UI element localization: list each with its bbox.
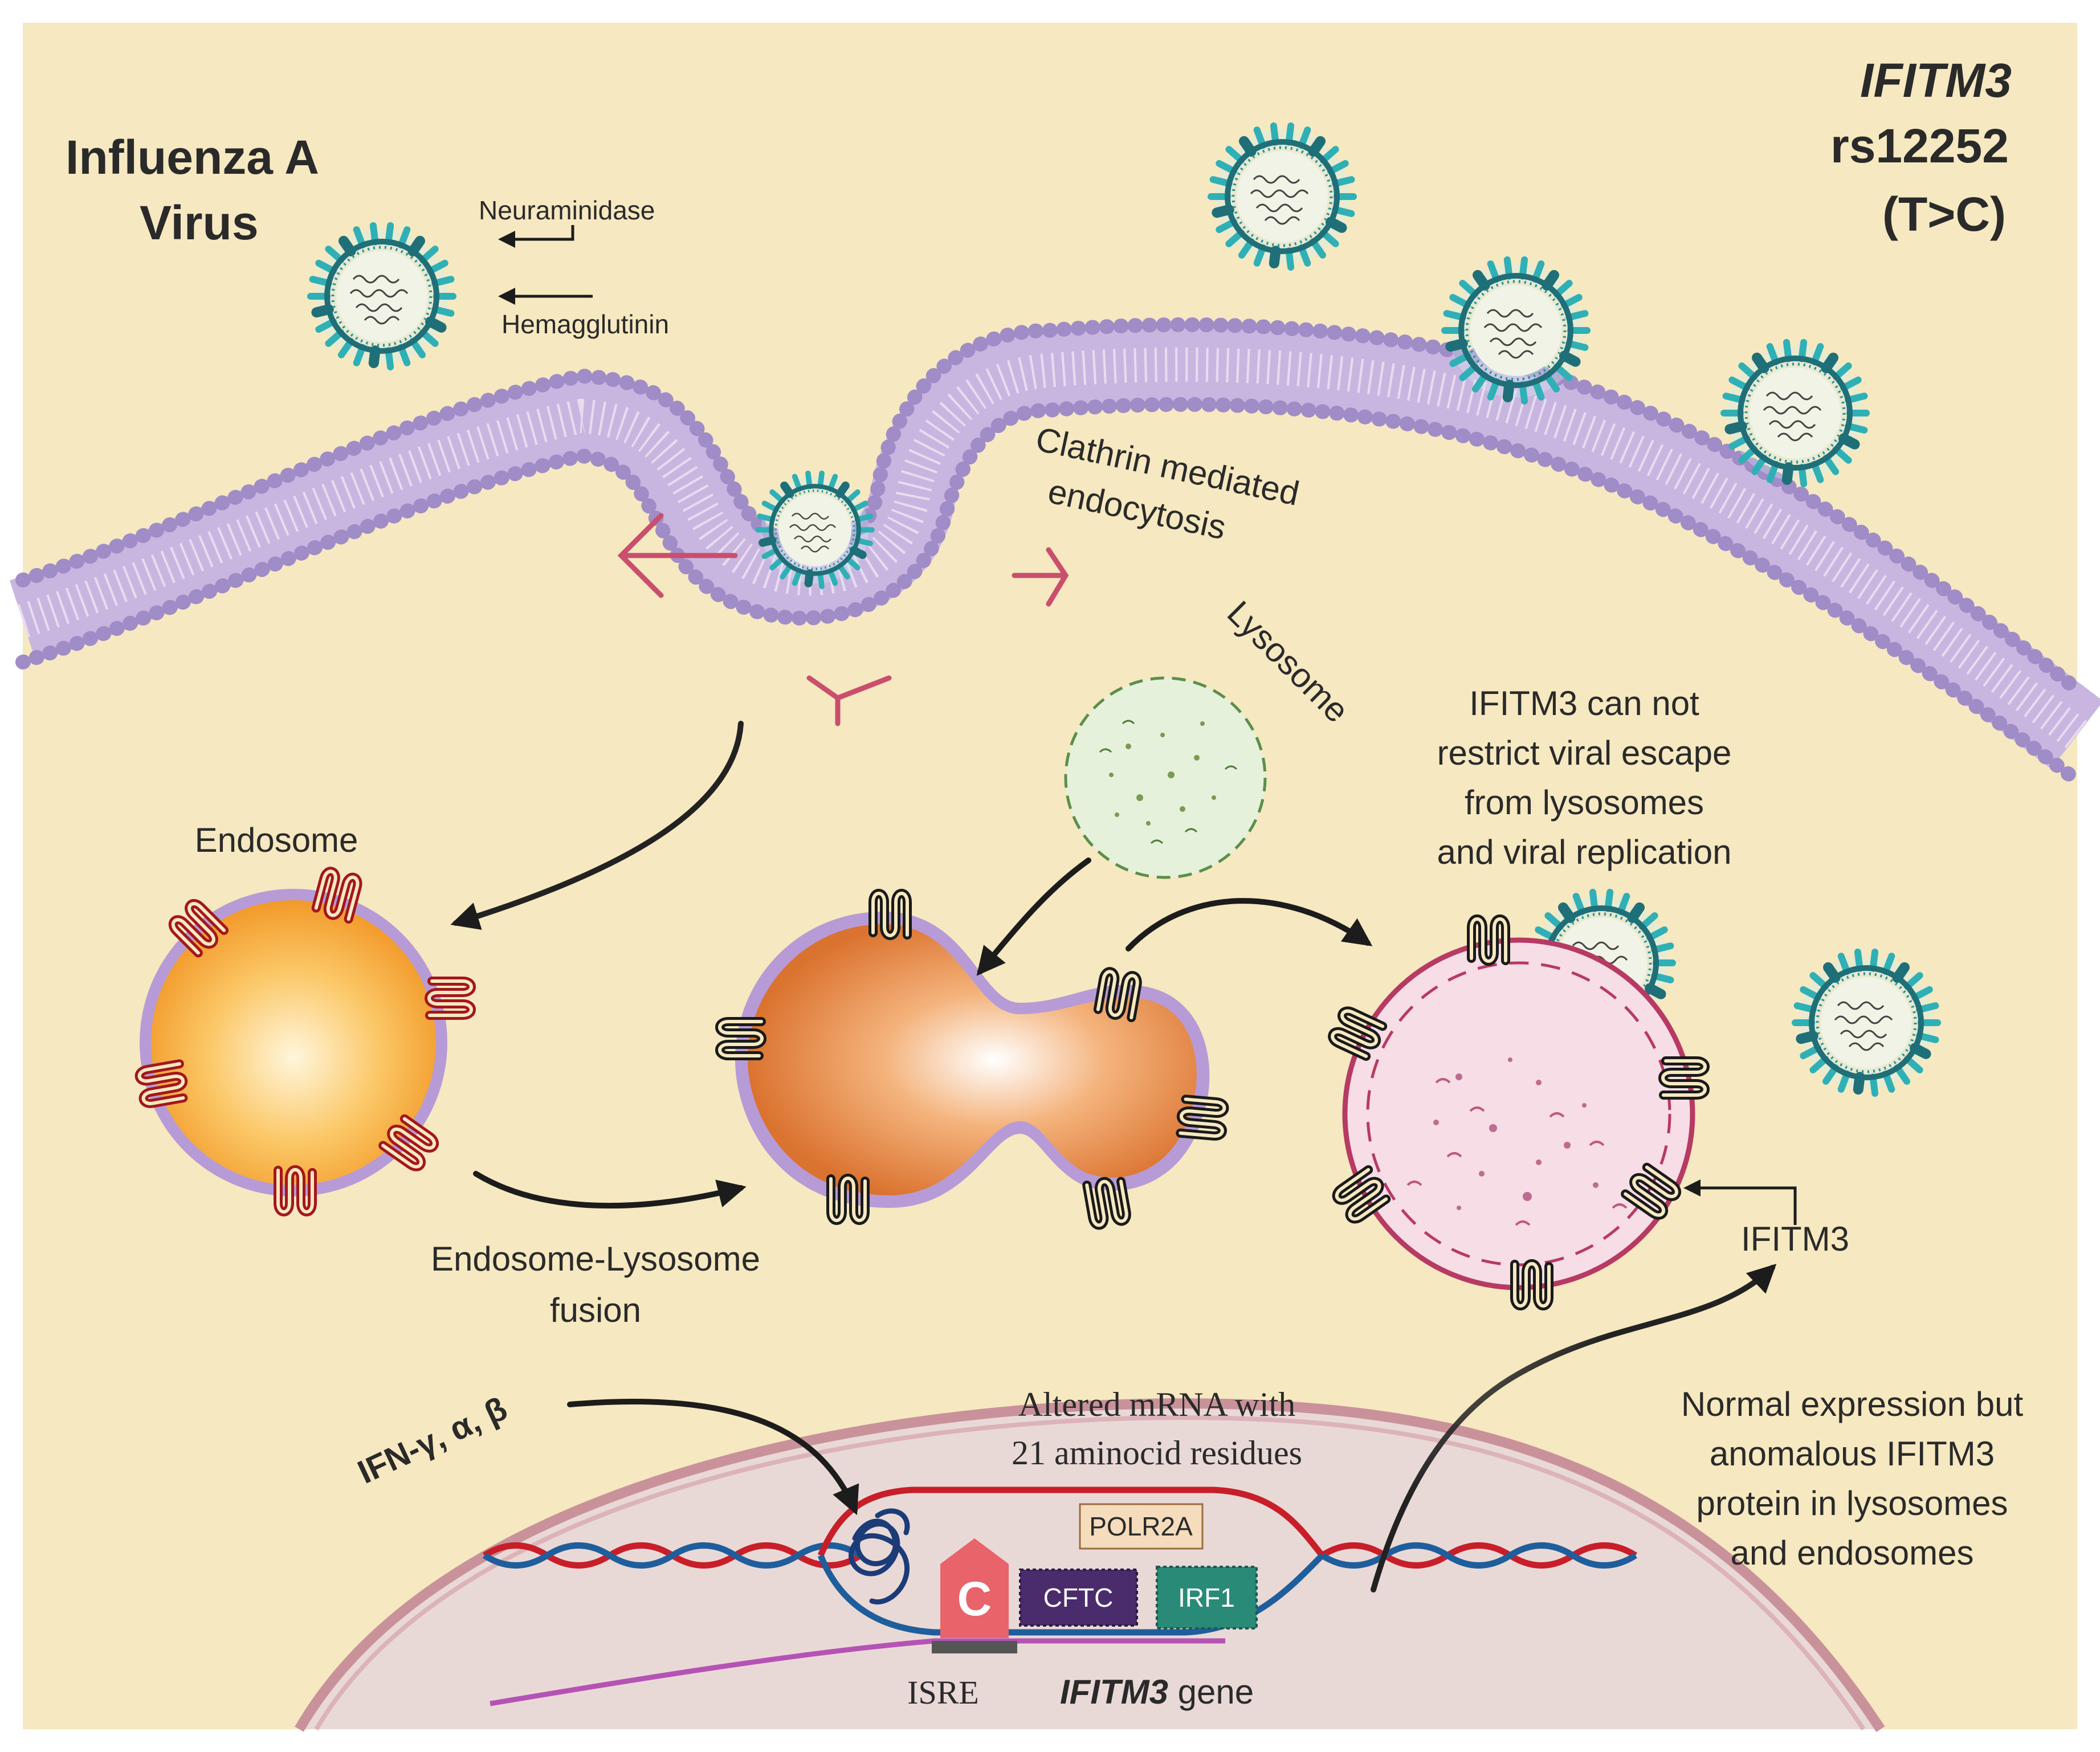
normal-label-3: protein in lysosomes [1697, 1484, 2008, 1522]
fusion-label-2: fusion [550, 1291, 641, 1329]
ifitm3-pointer [1683, 1179, 1797, 1225]
process-arrows [450, 721, 1373, 1209]
cftc-box [1019, 1569, 1138, 1627]
restrict-label-1: IFITM3 can not [1469, 684, 1699, 722]
ifitm3-protein-label: IFITM3 [1741, 1220, 1849, 1258]
gene-locus [483, 1486, 1637, 1706]
title-line2: Virus [140, 196, 259, 250]
normal-label-4: and endosomes [1731, 1534, 1974, 1572]
nuclear-arrows [567, 1264, 1777, 1592]
mrna-label-2: 21 aminocid residues [1012, 1434, 1302, 1472]
irf1-box [1156, 1566, 1258, 1630]
gene-name: IFITM3 [1060, 1673, 1168, 1711]
neuraminidase-label: Neuraminidase [479, 195, 655, 225]
gene-suffix: gene [1168, 1673, 1254, 1711]
isre-label: ISRE [907, 1674, 979, 1711]
variant-gene: IFITM3 [1860, 54, 2012, 107]
fusion-label-1: Endosome-Lysosome [431, 1240, 760, 1278]
lysosome-escape [1342, 937, 1695, 1290]
restrict-label-3: from lysosomes [1465, 783, 1704, 822]
gene-label: IFITM3 gene [1060, 1673, 1254, 1711]
polr2a-box [1079, 1503, 1204, 1550]
restrict-label-4: and viral replication [1437, 833, 1732, 871]
title-line1: Influenza A [66, 130, 319, 184]
lysosome-free [1064, 676, 1267, 879]
tangled-protein-icon [849, 1508, 910, 1604]
mrna-label-1: Altered mRNA with [1018, 1386, 1296, 1423]
c-allele-marker [932, 1538, 1017, 1653]
endosome [140, 889, 447, 1196]
variant-snp: rs12252 [1830, 119, 2009, 173]
nucleus [295, 1398, 1885, 1732]
normal-label-1: Normal expression but [1681, 1385, 2024, 1423]
normal-label-2: anomalous IFITM3 [1710, 1435, 1995, 1473]
variant-allele: (T>C) [1882, 187, 2006, 241]
endosome-label: Endosome [195, 821, 358, 859]
restrict-label-2: restrict viral escape [1437, 734, 1732, 772]
cftc-label: CFTC [1043, 1583, 1114, 1612]
cell-membrane [9, 317, 2100, 788]
virus-part-pointers [498, 225, 593, 305]
endo-lysosome-fusion [735, 912, 1210, 1208]
polr2a-label: POLR2A [1089, 1512, 1193, 1541]
clathrin-coat [617, 513, 1069, 726]
c-allele-label: C [957, 1572, 992, 1626]
hemagglutinin-label: Hemagglutinin [501, 309, 669, 339]
irf1-label: IRF1 [1178, 1583, 1235, 1612]
